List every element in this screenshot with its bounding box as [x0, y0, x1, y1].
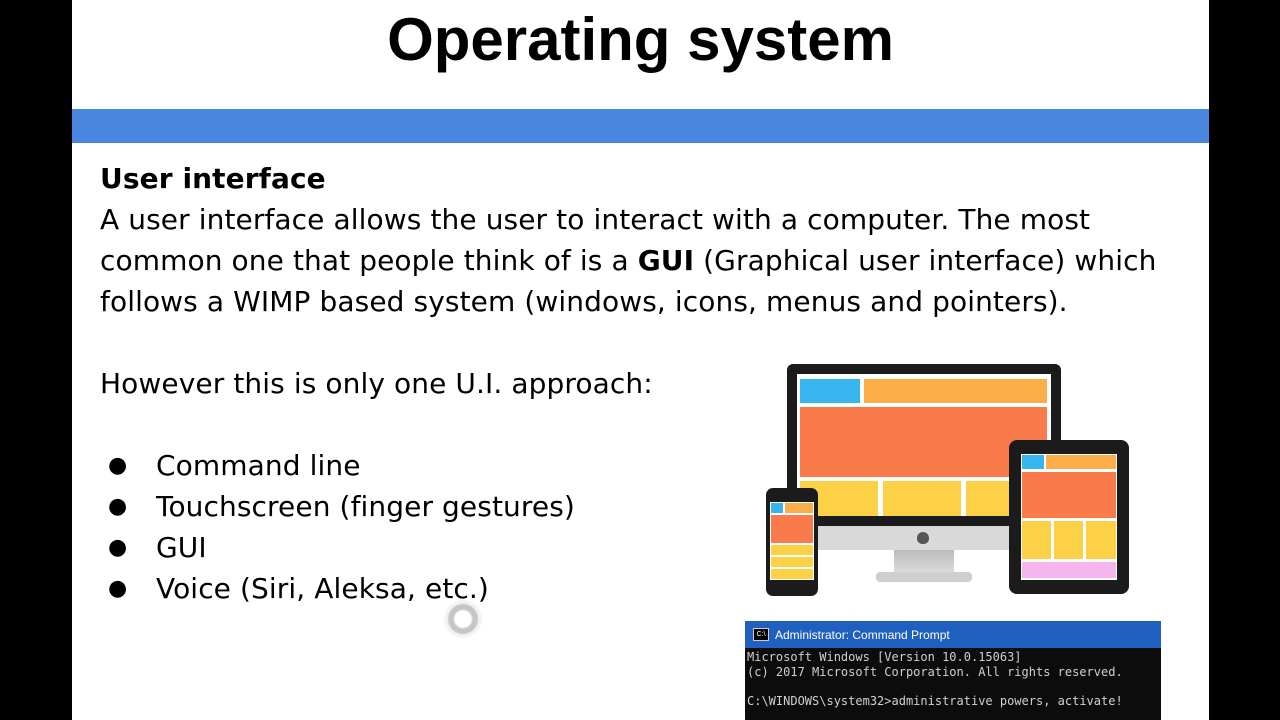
slide-content: User interface A user interface allows t… [100, 158, 1180, 609]
responsive-devices-illustration [764, 360, 1134, 600]
cmd-line: Microsoft Windows [Version 10.0.15063] [747, 650, 1022, 664]
command-prompt-icon: C:\ [753, 628, 769, 641]
slide: Operating system User interface A user i… [72, 0, 1209, 720]
cmd-line: (c) 2017 Microsoft Corporation. All righ… [747, 664, 1123, 679]
approach-text: However this is only one U.I. approach: [100, 367, 653, 400]
list-item: Touchscreen (finger gestures) [100, 486, 1180, 527]
cmd-output: Microsoft Windows [Version 10.0.15063](c… [745, 648, 1161, 708]
list-item: GUI [100, 527, 1180, 568]
approach-list: Command line Touchscreen (finger gesture… [100, 445, 1180, 609]
section-heading: User interface [100, 162, 326, 195]
cmd-line [747, 679, 1161, 694]
phone [766, 488, 818, 596]
cursor-highlight-icon [444, 600, 482, 638]
list-item: Command line [100, 445, 1180, 486]
cmd-title: Administrator: Command Prompt [775, 627, 950, 642]
list-item: Voice (Siri, Aleksa, etc.) [100, 568, 1180, 609]
cmd-titlebar: C:\ Administrator: Command Prompt [745, 621, 1161, 648]
cmd-line: C:\WINDOWS\system32>administrative power… [747, 693, 1123, 708]
tablet [1009, 440, 1129, 594]
slide-title: Operating system [387, 6, 894, 73]
command-prompt-window: C:\ Administrator: Command Prompt Micros… [745, 621, 1161, 720]
accent-bar [72, 109, 1209, 143]
intro-paragraph: A user interface allows the user to inte… [100, 199, 1160, 322]
apple-logo-icon [917, 532, 929, 544]
intro-text-2: (Graphical user interface) which follows… [100, 244, 1157, 318]
intro-text-1: A user interface allows the user to inte… [100, 203, 1091, 277]
intro-text-bold: GUI [637, 244, 695, 277]
